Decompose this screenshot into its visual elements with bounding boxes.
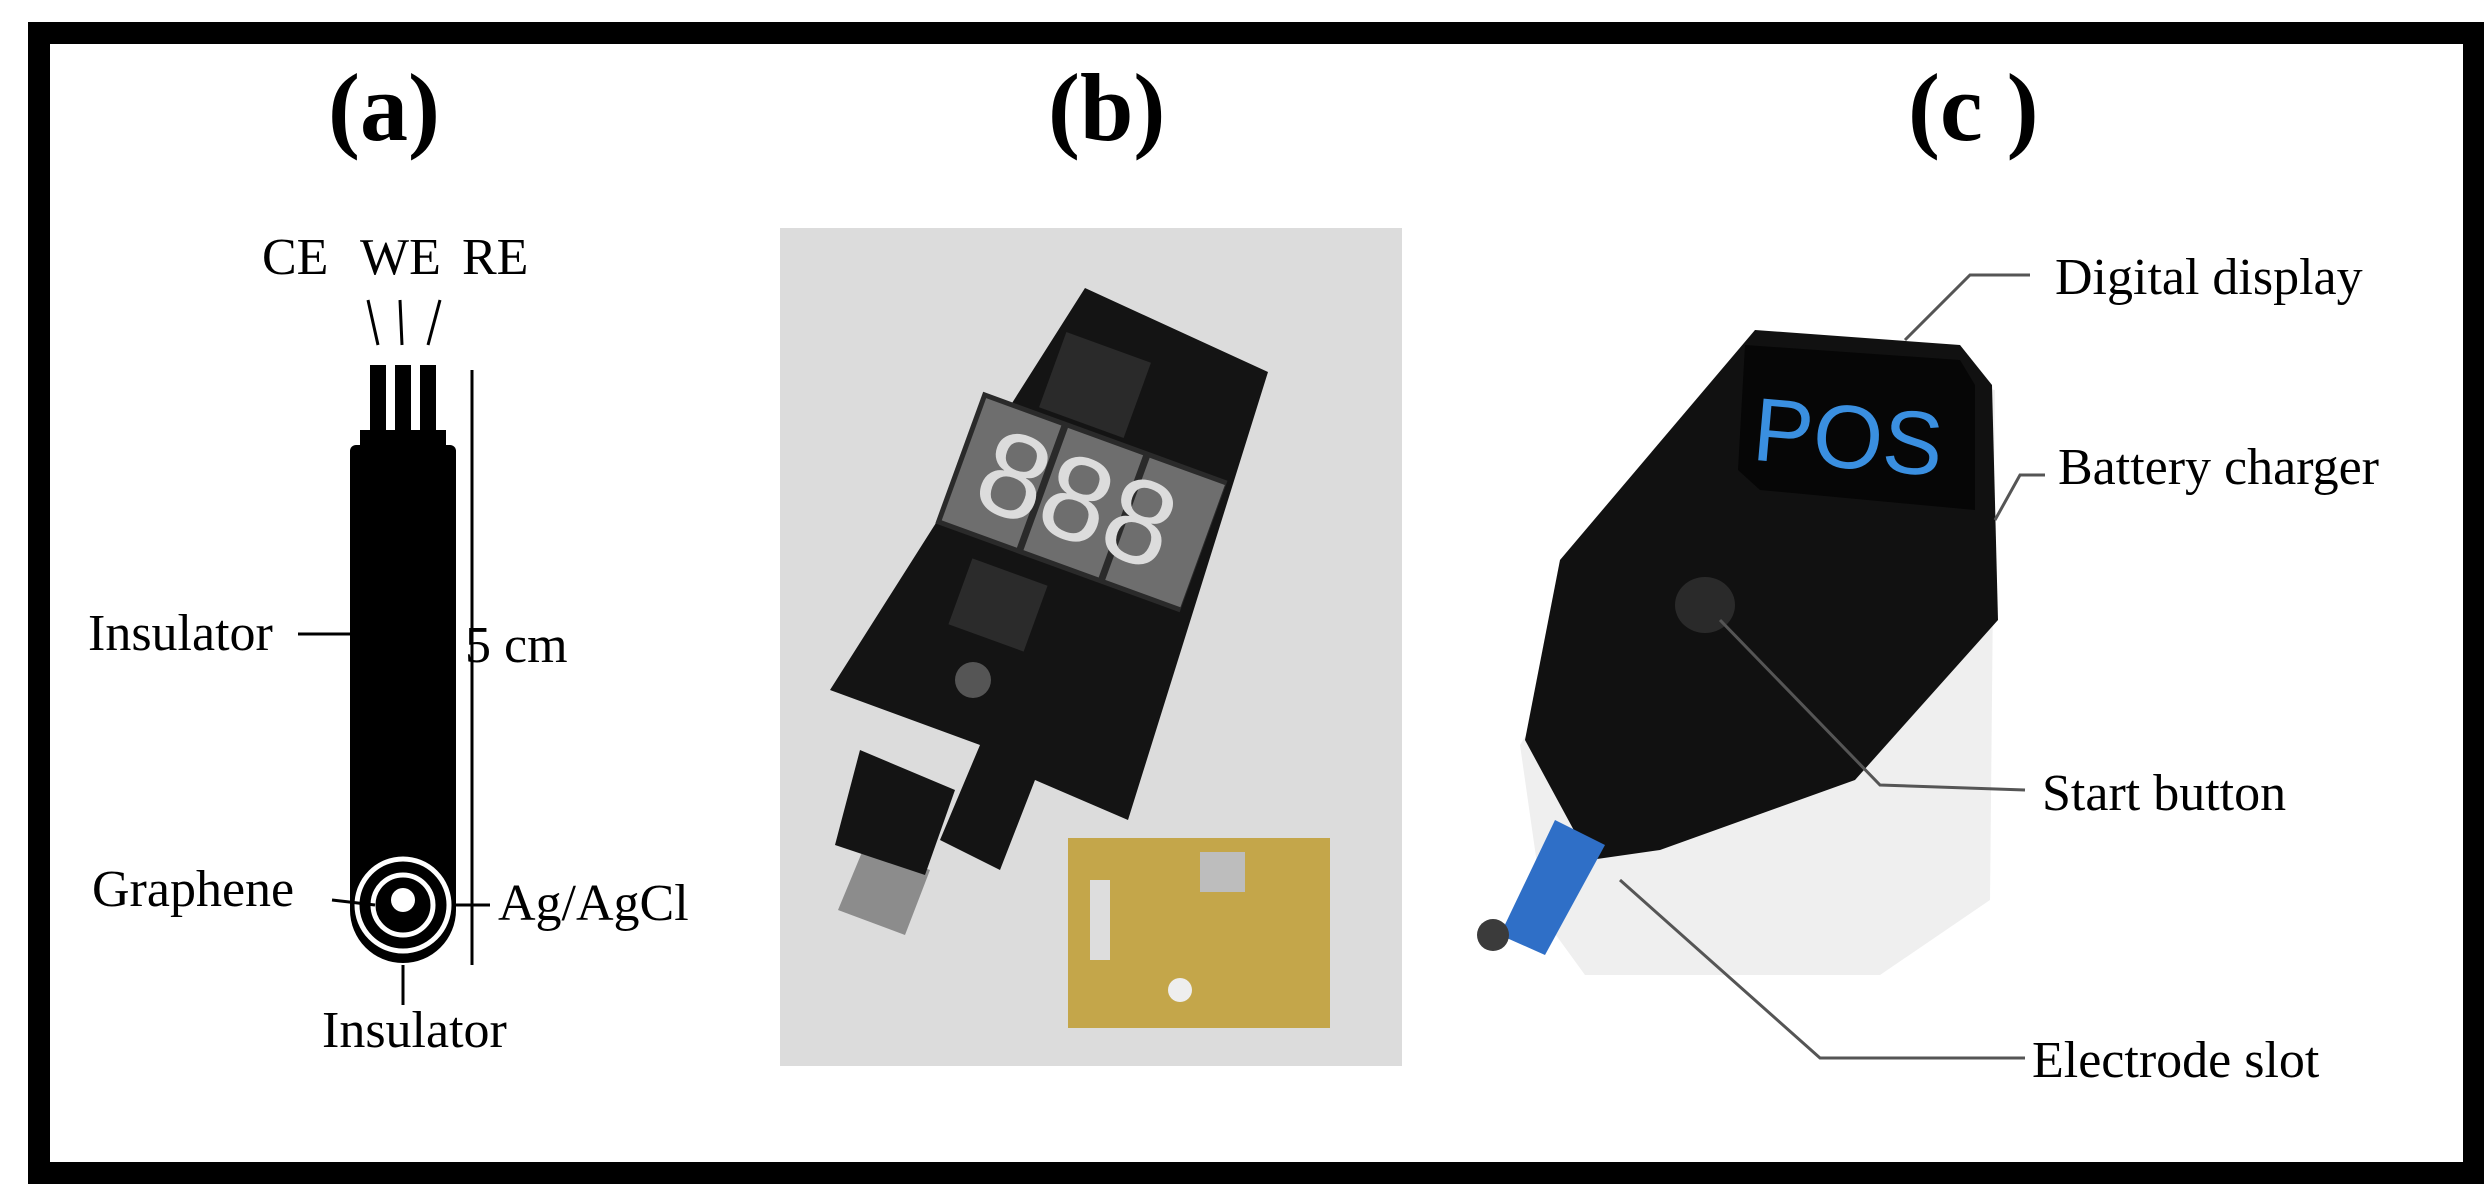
ag-agcl-label: Ag/AgCl — [498, 875, 689, 932]
insulator-label-top: Insulator — [88, 605, 273, 662]
ce-label: CE — [262, 229, 329, 286]
re-label: RE — [462, 229, 529, 286]
main-pcb-board — [830, 288, 1268, 935]
re-terminal — [420, 365, 436, 435]
ce-terminal — [370, 365, 386, 435]
battery-charger-callout: Battery charger — [2058, 439, 2379, 496]
electrode-body — [350, 445, 456, 905]
panel-b-label: (b) — [1048, 54, 1166, 161]
digital-display-callout: Digital display — [2055, 249, 2363, 306]
start-button-callout: Start button — [2042, 765, 2287, 822]
insulator-label-bottom: Insulator — [322, 1002, 507, 1059]
we-label: WE — [360, 229, 441, 286]
seven-segment-display — [935, 391, 1228, 613]
start-button — [1675, 577, 1735, 633]
graphene-label: Graphene — [92, 861, 295, 918]
test-strip — [1500, 820, 1605, 955]
panel-a-label: (a) — [328, 54, 440, 161]
digital-screen — [1738, 345, 1975, 510]
we-terminal — [395, 365, 411, 435]
small-pcb-board — [1068, 838, 1330, 1028]
screen-text: POS — [1749, 380, 1947, 496]
length-label: 5 cm — [465, 617, 568, 674]
electrode-slot-callout: Electrode slot — [2032, 1032, 2320, 1089]
panel-c-label: (c ) — [1908, 54, 2039, 161]
